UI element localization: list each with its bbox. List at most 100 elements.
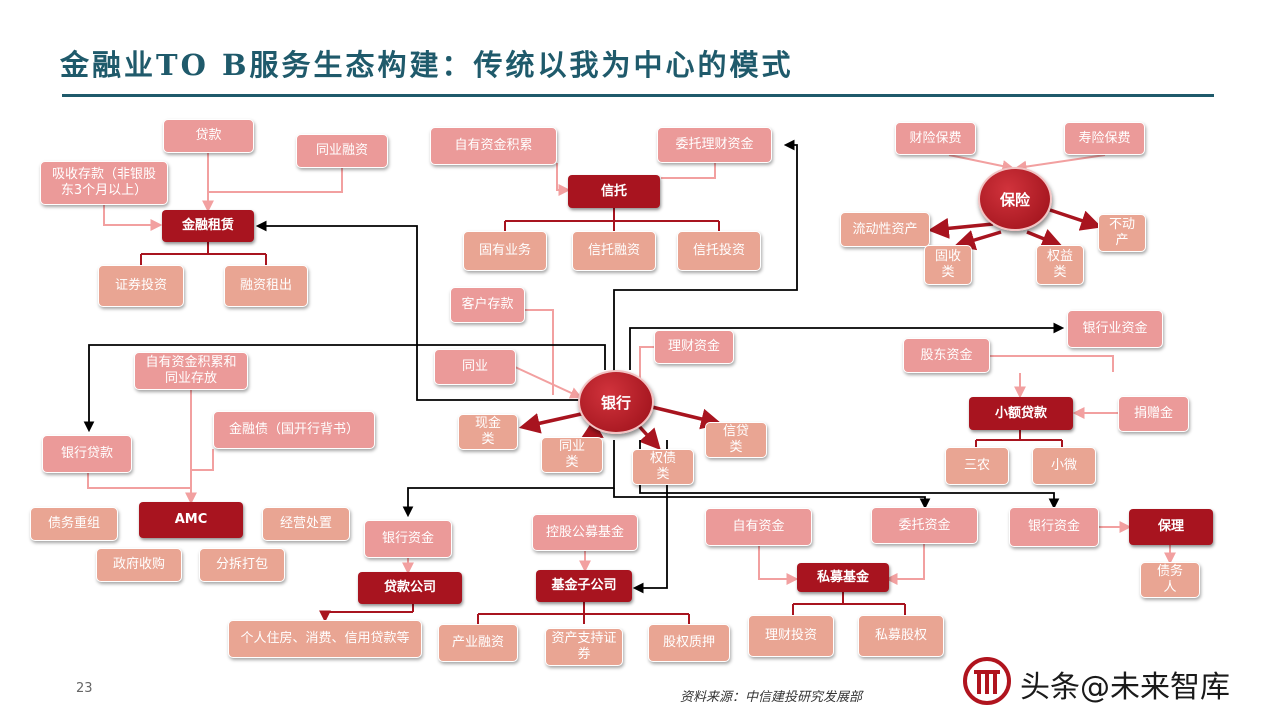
node-agri: 三农 xyxy=(945,447,1009,485)
connector-fin-lease-split xyxy=(140,242,267,265)
connector-life-premium-to-insurance xyxy=(1014,154,1106,173)
node-credit-class: 信贷类 xyxy=(705,422,767,458)
connector-bank-to-credit xyxy=(651,405,723,430)
watermark: 头条@未来智库 xyxy=(1020,670,1230,705)
connector-own-accum-to-trust xyxy=(556,163,571,196)
node-donation: 捐赠金 xyxy=(1118,396,1189,432)
node-real-estate: 不动产 xyxy=(1098,214,1146,252)
connector-entrusted-to-private-fund xyxy=(885,544,925,585)
node-shareholder-funds: 股东资金 xyxy=(903,338,990,373)
connector-fin-bond-to-amc xyxy=(191,449,214,471)
node-interbank: 同业 xyxy=(434,349,516,385)
node-private-equity: 私募股权 xyxy=(858,615,944,657)
node-loan-company: 贷款公司 xyxy=(358,572,462,604)
node-trust-finance: 信托融资 xyxy=(572,231,656,271)
node-lease-out: 融资租出 xyxy=(224,265,308,307)
connector-insurance-to-equity xyxy=(1026,228,1063,249)
node-trust-invest: 信托投资 xyxy=(677,231,761,271)
connector-interbank-to-bank xyxy=(514,366,583,399)
node-fin-lease: 金融租赁 xyxy=(162,210,254,242)
connector-bank-to-cash xyxy=(518,410,591,434)
connector-pc-premium-to-insurance xyxy=(948,154,1015,172)
node-securities-invest: 证券投资 xyxy=(98,265,184,307)
connector-private-fund-split xyxy=(792,592,906,615)
node-trust: 信托 xyxy=(568,175,660,208)
arrow-bank-to-fund-subsidiary xyxy=(632,440,668,594)
connector-loan-company-split xyxy=(325,604,414,620)
node-fixed-income: 固收类 xyxy=(924,245,972,285)
node-life-premium: 寿险保费 xyxy=(1064,122,1145,155)
arrow-bank-to-fin-lease xyxy=(255,220,614,401)
connector-bank-loan-to-amc xyxy=(87,473,191,489)
arrow-bank-to-entrusted-funds xyxy=(613,488,931,510)
node-consumer-loans: 个人住房、消费、信用贷款等 xyxy=(228,620,422,658)
node-pc-premium: 财险保费 xyxy=(895,122,976,155)
bank-flow-arrows xyxy=(83,139,1065,594)
node-entrusted-wm-funds: 委托理财资金 xyxy=(657,127,772,163)
node-wm-invest: 理财投资 xyxy=(748,615,834,657)
node-equity-pledge: 股权质押 xyxy=(648,624,730,662)
arrow-bank-to-bank-industry-funds xyxy=(629,322,1065,370)
node-own-capital-accum: 自有资金积累 xyxy=(430,127,557,165)
connector-interbank-finance-to-fin-lease xyxy=(208,168,343,193)
node-equity-class: 权益类 xyxy=(1036,245,1084,285)
page-title: 金融业TO B服务生态构建：传统以我为中心的模式 xyxy=(60,48,794,82)
node-bank-industry-funds: 银行业资金 xyxy=(1067,310,1163,348)
node-debt-restructure: 债务重组 xyxy=(30,507,118,541)
node-bank-loan: 银行贷款 xyxy=(42,435,132,473)
node-own-funds: 自有资金 xyxy=(705,508,812,546)
node-amc: AMC xyxy=(139,502,243,538)
node-factoring: 保理 xyxy=(1129,509,1213,545)
node-deposit: 吸收存款（非银股东3个月以上） xyxy=(40,161,168,205)
node-operating-disposal: 经营处置 xyxy=(262,507,350,541)
node-insurance: 保险 xyxy=(978,167,1052,231)
node-split-pack: 分拆打包 xyxy=(199,548,285,582)
connector-insurance-to-fixed-income xyxy=(953,230,1002,251)
node-bank: 银行 xyxy=(578,370,654,434)
node-loan: 贷款 xyxy=(163,119,254,153)
node-holding-public-fund: 控股公募基金 xyxy=(532,514,638,551)
connector-trust-split xyxy=(504,208,720,231)
node-fund-subsidiary: 基金子公司 xyxy=(536,570,632,602)
connector-bank-to-bond xyxy=(636,423,661,451)
title-underline xyxy=(62,94,1214,97)
page-number: 23 xyxy=(76,681,93,696)
node-customer-deposit: 客户存款 xyxy=(450,287,525,323)
node-wm-funds: 理财资金 xyxy=(654,330,734,364)
connector-bank-industry-to-microcredit xyxy=(990,355,1114,372)
node-interbank-class: 同业类 xyxy=(541,437,603,473)
node-industrial-finance: 产业融资 xyxy=(438,624,518,662)
node-bank-funds-2: 银行资金 xyxy=(1009,507,1099,547)
node-gov-purchase: 政府收购 xyxy=(96,548,182,582)
connector-insurance-to-realestate xyxy=(1049,208,1102,231)
company-logo-icon xyxy=(963,657,1011,705)
arrow-bank-to-bank-loan xyxy=(83,344,606,433)
inflow-connectors xyxy=(87,152,1176,585)
node-private-fund: 私募基金 xyxy=(797,563,889,592)
connector-customer-deposit-to-bank xyxy=(525,309,554,395)
node-entrusted-funds: 委托资金 xyxy=(871,507,978,544)
arrow-bank-to-entrusted-wm xyxy=(613,139,798,380)
node-microcredit: 小额贷款 xyxy=(969,397,1073,430)
connector-microcredit-split xyxy=(975,430,1063,447)
connector-insurance-to-liquid xyxy=(927,217,994,239)
connector-fund-subsidiary-split xyxy=(477,602,690,624)
source-note: 资料来源：中信建投研究发展部 xyxy=(680,690,863,705)
node-own-accum-interbank: 自有资金积累和同业存放 xyxy=(134,352,248,390)
connector-deposit-to-fin-lease xyxy=(103,205,163,231)
node-debtor: 债务人 xyxy=(1140,562,1200,598)
node-bond-class: 权债类 xyxy=(632,449,694,485)
connector-own-funds-to-private-fund xyxy=(758,546,799,585)
connector-wm-funds-to-bank xyxy=(639,346,654,380)
node-micro: 小微 xyxy=(1032,447,1096,485)
node-interbank-finance: 同业融资 xyxy=(296,134,388,168)
node-fin-bond: 金融债（国开行背书） xyxy=(213,411,375,449)
connector-entrusted-wm-to-trust xyxy=(661,163,716,179)
arrow-bank-to-loan-company-funds xyxy=(402,440,615,518)
node-abs: 资产支持证券 xyxy=(545,628,623,666)
node-liquid-assets: 流动性资产 xyxy=(840,212,930,247)
node-bank-funds-1: 银行资金 xyxy=(364,520,452,558)
node-proprietary: 固有业务 xyxy=(463,231,547,271)
